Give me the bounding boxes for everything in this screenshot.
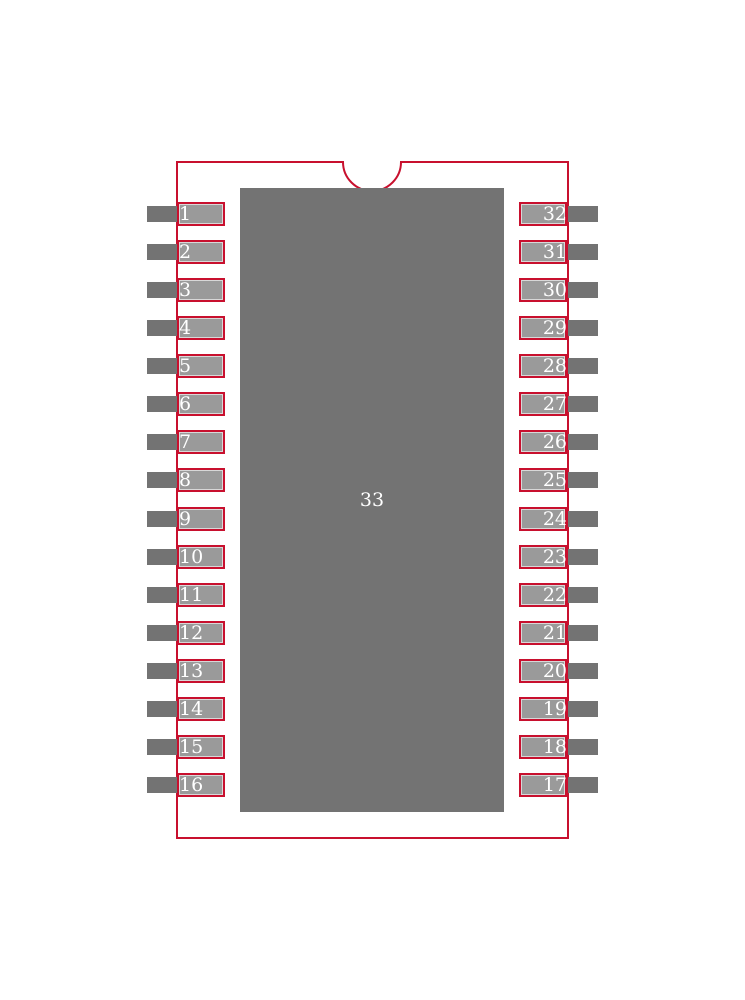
pin-lead [147, 358, 177, 374]
pin-pad[interactable] [519, 621, 567, 645]
pin-lead [568, 777, 598, 793]
pin-pad[interactable] [519, 278, 567, 302]
pin-number-label: 29 [542, 317, 567, 339]
pin-number-label: 4 [179, 317, 192, 339]
pin-number-label: 1 [179, 203, 192, 225]
pin-pad[interactable] [177, 392, 225, 416]
pin-pad[interactable] [177, 659, 225, 683]
pin-pad[interactable] [177, 697, 225, 721]
pin-lead [147, 244, 177, 260]
pin-pad[interactable] [177, 583, 225, 607]
pin-number-label: 9 [179, 508, 192, 530]
pin-lead [568, 739, 598, 755]
pin-pad[interactable] [519, 507, 567, 531]
pin-pad[interactable] [177, 545, 225, 569]
pin-number-label: 32 [542, 203, 567, 225]
pin-number-label: 28 [542, 355, 567, 377]
pin-number-label: 27 [542, 393, 567, 415]
pin-number-label: 26 [542, 431, 567, 453]
pin-pad[interactable] [519, 773, 567, 797]
pin-pad[interactable] [519, 430, 567, 454]
pin-number-label: 8 [179, 469, 192, 491]
pin-number-label: 3 [179, 279, 192, 301]
pin-number-label: 2 [179, 241, 192, 263]
pin-lead [568, 472, 598, 488]
pin-number-label: 23 [542, 546, 567, 568]
pin-pad[interactable] [519, 354, 567, 378]
pin-number-label: 30 [542, 279, 567, 301]
pin-pad[interactable] [519, 697, 567, 721]
pin-lead [568, 549, 598, 565]
pin-pad[interactable] [177, 278, 225, 302]
pin-lead [147, 472, 177, 488]
pin-pad[interactable] [177, 430, 225, 454]
pin-lead [147, 663, 177, 679]
pin-pad[interactable] [519, 735, 567, 759]
pin-lead [147, 511, 177, 527]
pin-lead [568, 587, 598, 603]
pin-pad[interactable] [177, 735, 225, 759]
pin-pad[interactable] [177, 621, 225, 645]
pin-number-label: 19 [542, 698, 567, 720]
pin-pad[interactable] [519, 202, 567, 226]
pin-lead [147, 320, 177, 336]
pin-number-label: 15 [179, 736, 204, 758]
pin-pad[interactable] [177, 773, 225, 797]
pin-lead [147, 739, 177, 755]
pin-lead [147, 206, 177, 222]
pin-pad[interactable] [519, 240, 567, 264]
pin-lead [568, 244, 598, 260]
pin-number-label: 13 [179, 660, 204, 682]
pin-lead [568, 663, 598, 679]
pin-lead [147, 282, 177, 298]
pin-number-label: 11 [179, 584, 204, 606]
pin-lead [568, 701, 598, 717]
thermal-pad[interactable] [240, 188, 504, 812]
pin-pad[interactable] [177, 507, 225, 531]
pin-number-label: 21 [542, 622, 567, 644]
pin-lead [568, 396, 598, 412]
pin-lead [568, 625, 598, 641]
pin-pad[interactable] [519, 392, 567, 416]
pin-number-label: 5 [179, 355, 192, 377]
pin-pad[interactable] [177, 240, 225, 264]
pin-lead [568, 358, 598, 374]
pin-lead [147, 777, 177, 793]
pin-number-label: 25 [542, 469, 567, 491]
pin-pad[interactable] [519, 659, 567, 683]
pin-number-label: 6 [179, 393, 192, 415]
pin-pad[interactable] [177, 354, 225, 378]
pin-number-label: 22 [542, 584, 567, 606]
pin-number-label: 17 [542, 774, 567, 796]
pin-pad[interactable] [177, 468, 225, 492]
pin-number-label: 10 [179, 546, 204, 568]
thermal-pad-label: 33 [359, 489, 385, 511]
pin-number-label: 12 [179, 622, 204, 644]
pin-lead [147, 549, 177, 565]
pin-number-label: 31 [542, 241, 567, 263]
pin-number-label: 16 [179, 774, 204, 796]
pin-number-label: 7 [179, 431, 192, 453]
pin-lead [147, 396, 177, 412]
pin-pad[interactable] [519, 316, 567, 340]
pin-pad[interactable] [519, 583, 567, 607]
pin-pad[interactable] [177, 316, 225, 340]
pin-lead [147, 587, 177, 603]
pin-number-label: 14 [179, 698, 204, 720]
pin-pad[interactable] [177, 202, 225, 226]
pin-lead [568, 320, 598, 336]
pin-number-label: 24 [542, 508, 567, 530]
pin-lead [568, 434, 598, 450]
pin-pad[interactable] [519, 545, 567, 569]
pin-lead [147, 701, 177, 717]
pin-lead [147, 625, 177, 641]
pin-lead [568, 511, 598, 527]
pin-number-label: 18 [542, 736, 567, 758]
pin-lead [568, 282, 598, 298]
pin-lead [568, 206, 598, 222]
pin-pad[interactable] [519, 468, 567, 492]
pin-lead [147, 434, 177, 450]
pin-number-label: 20 [542, 660, 567, 682]
